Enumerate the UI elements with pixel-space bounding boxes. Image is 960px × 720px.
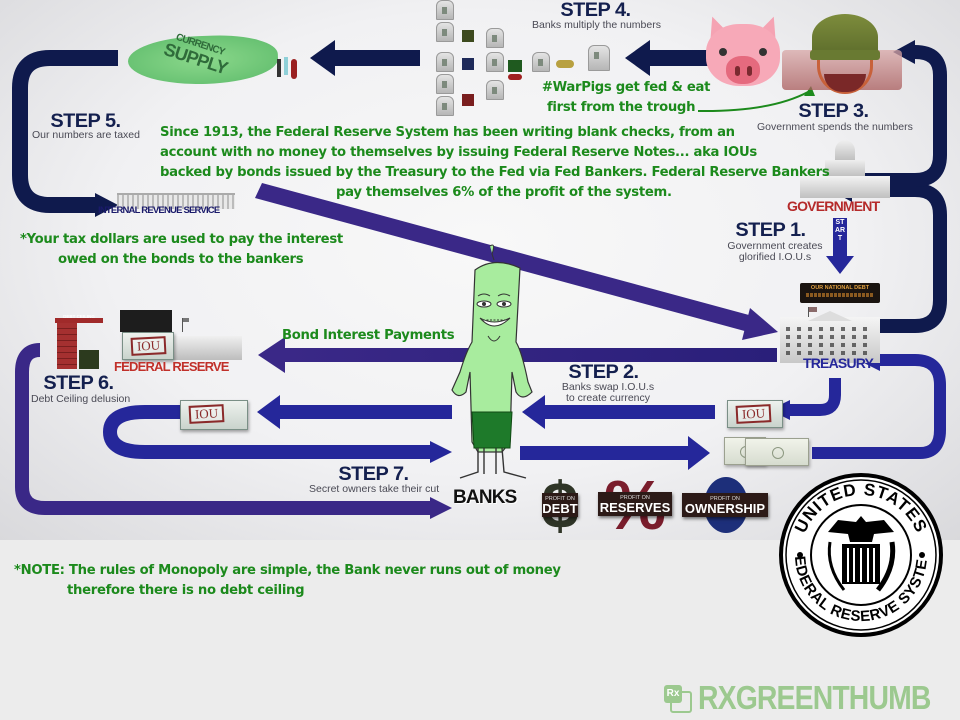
army-helmet-icon: [810, 14, 880, 94]
banks-cluster: [430, 0, 630, 120]
fed-iou-note: IOU: [180, 400, 248, 430]
arrow-head-banks-a: [430, 441, 452, 463]
arrow-bond-interest: [258, 337, 777, 373]
pig-face-icon: [702, 13, 784, 88]
step-3-subtitle: Government spends the numbers: [757, 121, 913, 133]
step-6-subtitle: Debt Ceiling delusion: [31, 393, 131, 405]
dollar-bill-front: [745, 438, 809, 466]
arrow-irs-to-treasury: [255, 183, 778, 340]
arrow-government-to-step3: [838, 45, 947, 187]
warpigs-pointer-head: [804, 86, 815, 96]
step-5-title: STEP 5.: [50, 111, 121, 132]
arrow-banks-to-fed-iou: [257, 395, 452, 429]
start-label: START: [834, 219, 846, 242]
government-label: GOVERNMENT: [787, 198, 880, 214]
warpigs-pointer: [697, 91, 809, 113]
treasury-building-icon: [780, 307, 880, 363]
irs-building-icon: [117, 193, 235, 209]
arrow-fed-to-banks-outer: [15, 343, 430, 515]
rxgreenthumb-logo: Rx RXGREENTHUMB: [664, 679, 960, 716]
tax-dollars-annotation: *Your tax dollars are used to pay the in…: [20, 232, 343, 267]
rx-logo-icon: Rx: [664, 685, 692, 713]
warpigs-annotation: #WarPigs get fed & eat first from the tr…: [541, 80, 711, 115]
arrow-head-banks-b: [430, 497, 452, 519]
green-joint-character: [451, 244, 533, 479]
fed-history-annotation: Since 1913, the Federal Reserve System h…: [160, 125, 830, 200]
debt-ceiling-icon: DEBT CEILING: [55, 314, 103, 370]
arrow-money-to-treasury: [812, 354, 946, 459]
profit-badge-ownership: PROFIT ON OWNERSHIP: [682, 475, 768, 537]
monopoly-note: *NOTE: The rules of Monopoly are simple,…: [14, 563, 561, 598]
flow-arrows: [12, 40, 947, 519]
profit-badge-reserves: % PROFIT ON RESERVES: [597, 466, 673, 544]
step-6-title: STEP 6.: [43, 373, 114, 394]
step-1-subtitle: Government creates glorified I.O.U.s: [727, 240, 823, 263]
step-7-subtitle: Secret owners take their cut: [309, 483, 440, 495]
arrow-treasury-to-iou: [790, 378, 841, 416]
arrow-treasury-to-government: [840, 183, 947, 333]
federal-reserve-label: FEDERAL RESERVE: [114, 359, 229, 374]
step-2-subtitle: Banks swap I.O.U.s to create currency: [561, 381, 655, 404]
treasury-label: TREASURY: [803, 355, 874, 371]
balloon-string-figures: [275, 55, 303, 85]
arrow-head-step3: [893, 40, 915, 64]
arrow-currency-to-irs: [12, 50, 118, 213]
federal-reserve-building-icon: IOU: [120, 310, 245, 360]
start-arrow: [826, 218, 854, 274]
step-5-subtitle: Our numbers are taxed: [32, 129, 140, 141]
arrow-head-irs: [95, 193, 118, 217]
bond-interest-label: Bond Interest Payments: [282, 328, 455, 343]
step-1-title: STEP 1.: [735, 220, 806, 241]
step-4-title: STEP 4.: [560, 0, 631, 21]
arrow-banks-to-money: [520, 436, 710, 470]
banks-label: BANKS: [453, 487, 517, 508]
arrow-iou-to-banks: [522, 395, 715, 429]
government-building-icon: [800, 140, 890, 200]
step-7-title: STEP 7.: [338, 464, 409, 485]
brand-name: RXGREENTHUMB: [698, 679, 931, 716]
step-3-title: STEP 3.: [798, 101, 869, 122]
arrow-banks-to-currency: [310, 40, 420, 76]
national-debt-sign: OUR NATIONAL DEBT: [800, 283, 880, 303]
arrow-fed-loop-to-banks: [102, 405, 430, 459]
irs-label: INTERNAL REVENUE SERVICE: [98, 205, 220, 216]
step-4-subtitle: Banks multiply the numbers: [532, 19, 661, 31]
step-2-title: STEP 2.: [568, 362, 639, 383]
profit-badge-debt: $ PROFIT ON DEBT: [540, 468, 580, 542]
arrow-government-to-banks: [625, 40, 710, 76]
treasury-iou-note: IOU: [727, 400, 783, 428]
federal-reserve-seal-icon: UNITED STATES FEDERAL RESERVE SYSTEM: [778, 472, 943, 637]
